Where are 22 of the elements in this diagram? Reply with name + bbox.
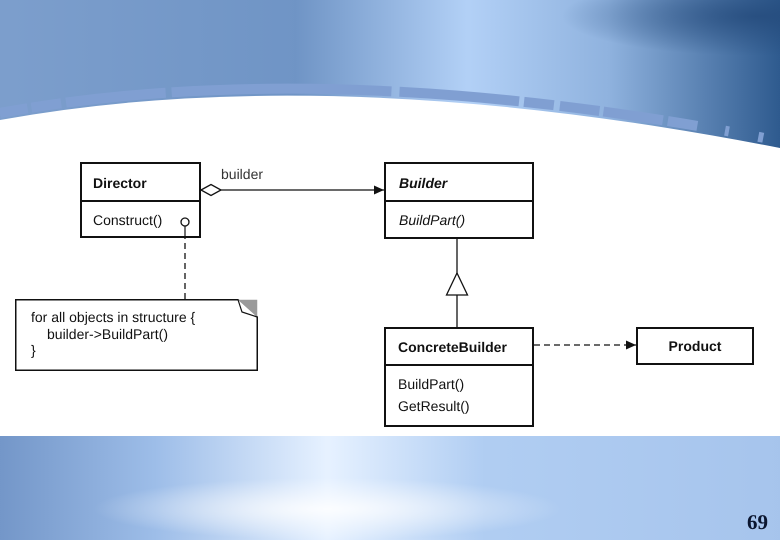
note-link	[180, 217, 190, 299]
inheritance-arrow	[446, 239, 468, 327]
aggregation-arrow	[200, 184, 384, 196]
method-name: BuildPart()	[399, 212, 466, 228]
note-box	[15, 299, 258, 371]
dependency-arrow	[534, 340, 636, 350]
note-text: builder->BuildPart()	[47, 326, 168, 342]
page-number: 69	[747, 510, 768, 534]
method-name: GetResult()	[398, 398, 470, 414]
class-box	[636, 327, 754, 365]
edge-label: builder	[221, 166, 264, 182]
class-box	[384, 162, 534, 239]
method-name: Construct()	[93, 212, 162, 228]
method-name: BuildPart()	[398, 376, 464, 392]
class-name: ConcreteBuilder	[398, 339, 507, 355]
class-box	[80, 162, 201, 238]
note-text: }	[31, 342, 36, 358]
note-text: for all objects in structure {	[31, 309, 196, 325]
class-name: Director	[93, 174, 147, 190]
class-name: Builder	[399, 174, 448, 190]
class-box	[384, 327, 534, 427]
class-name: Product	[668, 338, 722, 354]
